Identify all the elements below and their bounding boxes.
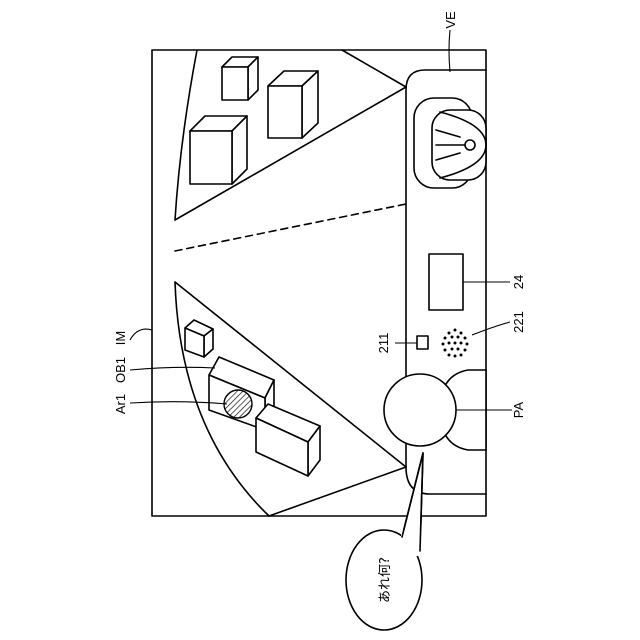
label-24: 24: [511, 275, 526, 289]
road-left-edge-upper: [342, 50, 406, 87]
building-box-3: [190, 116, 247, 184]
leader-im: [130, 329, 152, 340]
label-ve: VE: [443, 11, 458, 29]
building-box-1: [222, 57, 258, 100]
speech-bubble-text: あれ何?: [377, 557, 393, 603]
area-ar1: [224, 390, 252, 418]
leader-ob1: [130, 367, 215, 370]
label-ob1: OB1: [113, 357, 128, 383]
steering-wheel: [414, 98, 486, 188]
display-24: [429, 254, 463, 310]
camera-211: [417, 336, 428, 349]
label-pa: PA: [511, 401, 526, 418]
building-box-2: [268, 71, 318, 138]
road-center-line: [175, 204, 406, 251]
label-im: IM: [113, 331, 128, 345]
road-right-edge-lower: [269, 467, 406, 516]
label-ar1: Ar1: [113, 394, 128, 414]
label-221: 221: [511, 311, 526, 333]
leader-221: [472, 322, 510, 335]
leader-ve: [449, 30, 450, 72]
speaker-221: [442, 329, 469, 358]
building-box-5: [256, 404, 320, 476]
label-211: 211: [376, 333, 391, 354]
building-box-4: [185, 320, 213, 357]
